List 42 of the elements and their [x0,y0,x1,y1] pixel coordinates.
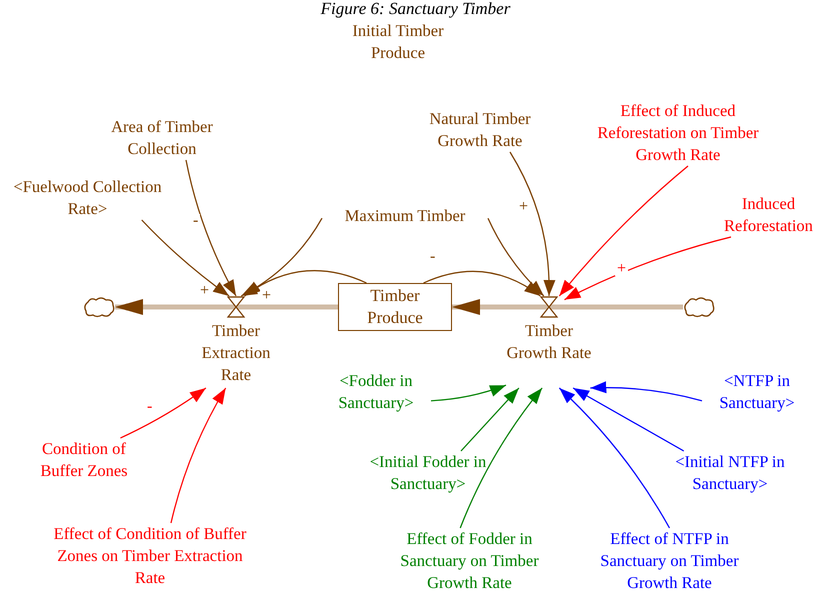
variable-name: Initial Timber Produce [351,20,445,64]
causal-arrow [460,388,520,452]
causal-arrow [487,218,544,296]
causal-arrow [558,166,688,296]
causal-arrow [170,388,226,524]
variable-name: <NTFP in Sanctuary> [718,370,796,414]
causal-arrow [509,152,556,296]
causal-arrow [423,270,541,296]
variable-name: <Initial Fodder in Sanctuary> [368,451,488,495]
stock-box [338,283,452,331]
flow-pipe [279,304,338,310]
causal-arrow [590,382,702,402]
variable-name: Area of Timber Collection [110,116,214,160]
variable-name: Condition of Buffer Zones [39,438,129,482]
figure-title: Figure 6: Sanctuary Timber [320,0,512,18]
flow-pipe [592,304,683,310]
stock-name: Timber Produce [366,285,424,329]
polarity-sign: + [615,262,628,276]
flow-pipe [452,299,506,316]
variable-name: Effect of Condition of Buffer Zones on Timber Extraction Rate [52,523,248,589]
variable-name: Effect of Fodder in Sanctuary on Timber Growth Rate [399,528,540,593]
causal-arrow [460,388,543,528]
causal-arrow [141,220,230,296]
causal-arrow [244,270,367,296]
causal-arrow [240,218,323,297]
causal-arrow [564,236,732,300]
variable-name: Effect of Induced Reforestation on Timber Growth Rate [596,100,760,166]
variable-name: Natural Timber Growth Rate [428,108,532,152]
causal-arrow [572,387,684,452]
variable-name: <Initial NTFP in Sanctuary> [674,451,786,495]
flow-pipe [115,299,193,316]
causal-arrow [185,160,237,296]
rate-name: Timber Growth Rate [506,320,592,364]
variable-name: Induced Reforestation [723,193,814,237]
rate-name: Timber Extraction Rate [200,320,272,386]
causal-arrow [120,388,206,439]
causal-arrow [430,384,506,402]
variable-name: Effect of NTFP in Sanctuary on Timber Growth Rate [599,528,740,593]
causal-arrow [558,388,670,528]
variable-name: Maximum Timber [344,205,466,227]
variable-name: <Fodder in Sanctuary> [337,370,415,414]
variable-name: <Fuelwood Collection Rate> [12,176,163,220]
